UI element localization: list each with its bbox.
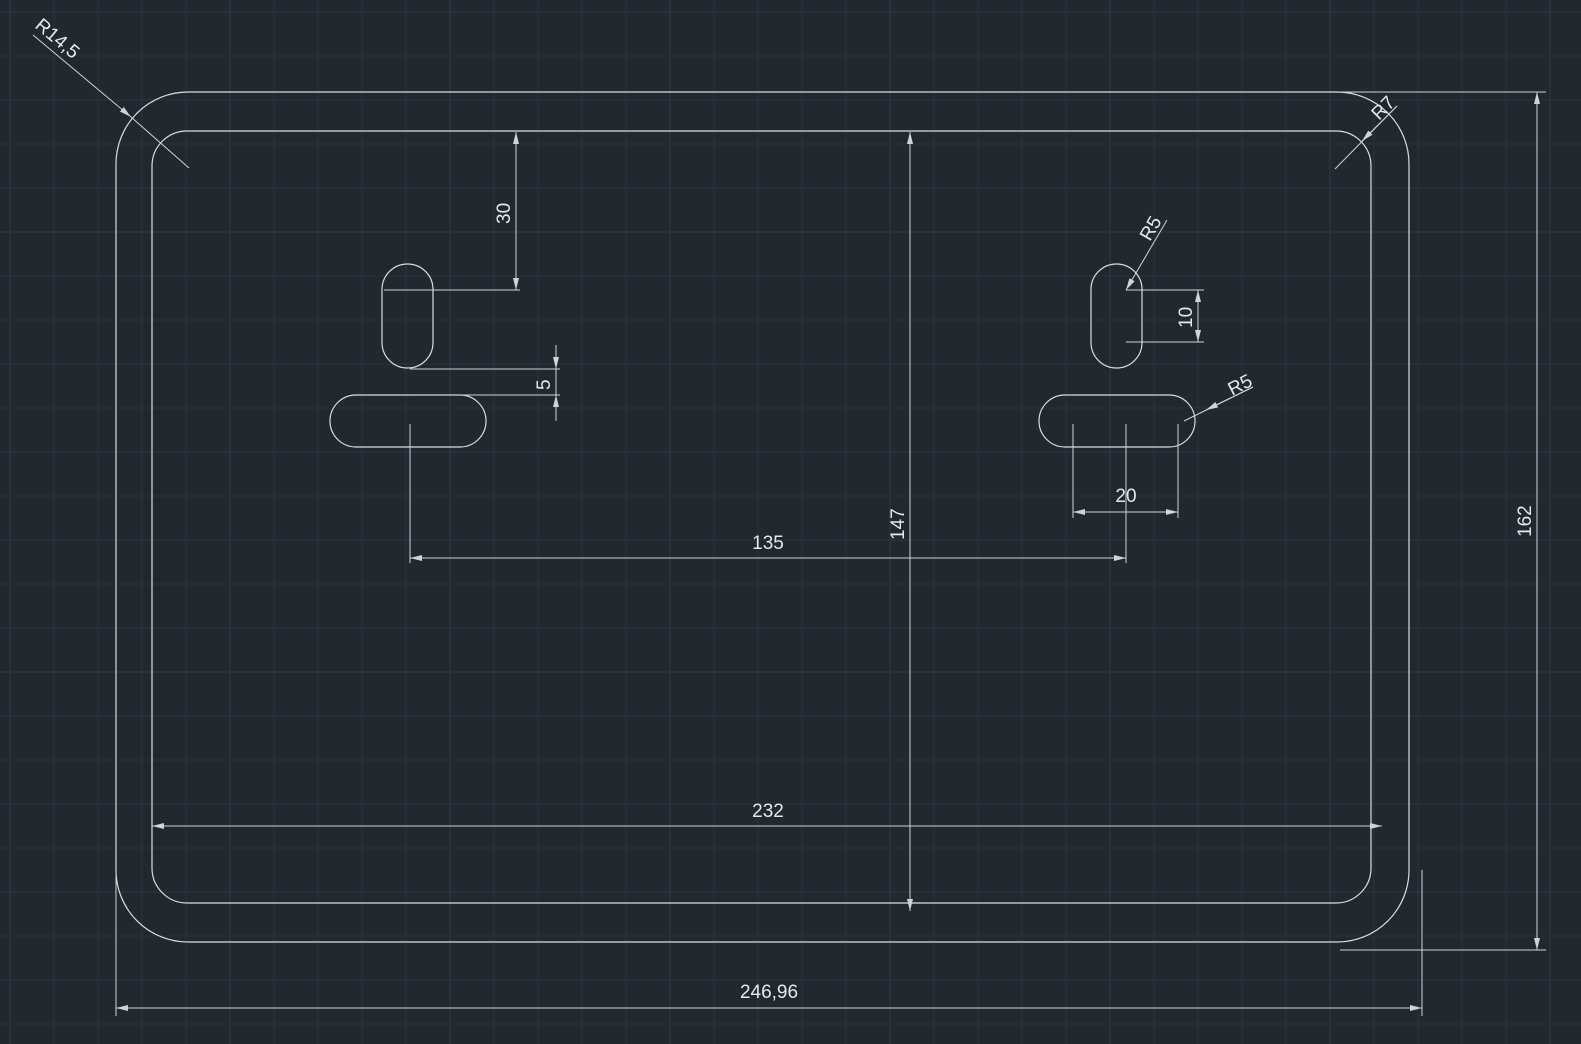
dim-outer-width[interactable]: 246,96 xyxy=(115,870,1423,1016)
dim-inner-width[interactable]: 232 xyxy=(152,801,1382,829)
dim-inner-height[interactable]: 147 xyxy=(888,132,913,911)
dim-slot-top-offset-label: 30 xyxy=(494,203,515,224)
dim-inner-radius[interactable]: R7 xyxy=(1334,93,1400,170)
outer-rounded-rectangle[interactable] xyxy=(115,91,1410,943)
dim-slot-radius-top[interactable]: R5 xyxy=(1125,213,1168,291)
dim-inner-radius-label: R7 xyxy=(1368,93,1400,125)
dim-outer-height-label: 162 xyxy=(1515,505,1536,537)
dim-slot-straight-vertical[interactable]: 10 xyxy=(1126,289,1204,343)
inner-rounded-rectangle[interactable] xyxy=(151,130,1372,904)
dim-slot-top-offset[interactable]: 30 xyxy=(384,132,520,291)
dim-slot-radius-bottom[interactable]: R5 xyxy=(1183,371,1256,422)
slot-top-right[interactable] xyxy=(1090,263,1143,369)
dim-outer-height[interactable]: 162 xyxy=(1340,91,1546,951)
dim-inner-width-label: 232 xyxy=(752,801,784,822)
slot-bottom-right[interactable] xyxy=(1038,394,1196,448)
dim-slot-spacing-label: 135 xyxy=(752,533,784,554)
dim-slot-radius-top-label: R5 xyxy=(1136,213,1166,245)
dim-slot-radius-bottom-label: R5 xyxy=(1225,371,1256,401)
dim-slot-gap-label: 5 xyxy=(534,379,555,390)
dim-outer-radius[interactable]: R14,5 xyxy=(31,15,190,169)
dim-slot-gap[interactable]: 5 xyxy=(410,345,560,421)
slot-bottom-left[interactable] xyxy=(329,394,487,448)
slot-top-left[interactable] xyxy=(381,263,434,369)
dim-slot-spacing[interactable]: 135 xyxy=(409,424,1127,563)
part-geometry xyxy=(115,91,1410,943)
dim-inner-height-label: 147 xyxy=(888,508,909,540)
dim-outer-width-label: 246,96 xyxy=(740,982,798,1003)
dim-slot-straight-vertical-label: 10 xyxy=(1176,307,1197,328)
